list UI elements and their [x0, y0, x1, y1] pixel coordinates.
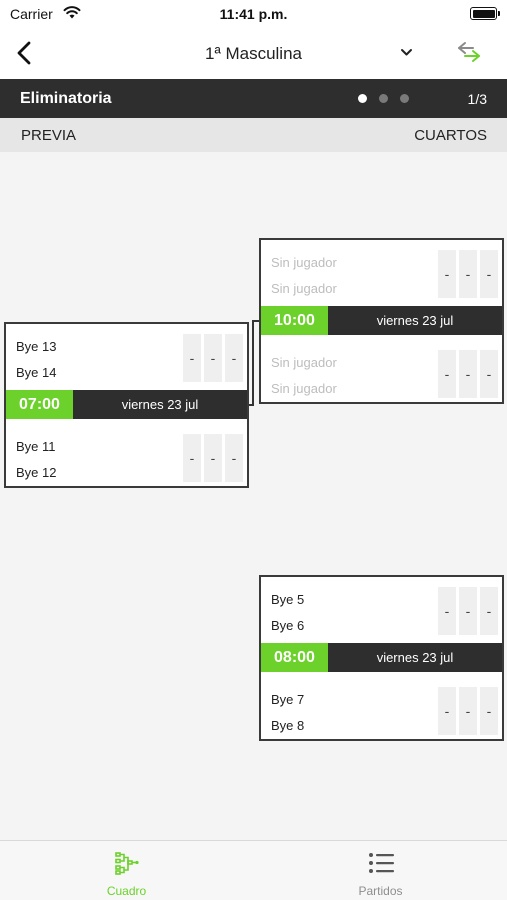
- score-boxes: - - -: [183, 434, 243, 482]
- match-team-top: Bye 13 Bye 14 - - -: [6, 324, 247, 390]
- battery-icon: [470, 7, 500, 20]
- set-score: -: [480, 250, 498, 298]
- match-time: 10:00: [261, 306, 328, 335]
- carrier-label: Carrier: [10, 6, 53, 22]
- player-name: Sin jugador: [271, 355, 337, 370]
- set-score: -: [459, 250, 477, 298]
- match-schedule-bar: 10:00 viernes 23 jul: [261, 306, 502, 335]
- tab-label: Partidos: [358, 884, 403, 898]
- player-name: Bye 6: [271, 618, 305, 633]
- wifi-icon: [63, 6, 81, 19]
- match-card[interactable]: Sin jugador Sin jugador - - - 10:00 vier…: [259, 238, 504, 404]
- set-score: -: [480, 587, 498, 635]
- section-header: Eliminatoria 1/3: [0, 79, 507, 118]
- tab-bar: Cuadro Partidos: [0, 840, 507, 900]
- rounds-header: PREVIA CUARTOS: [0, 118, 507, 152]
- set-score: -: [459, 350, 477, 398]
- score-boxes: - - -: [438, 350, 498, 398]
- player-name: Bye 11: [16, 439, 56, 454]
- match-date: viernes 23 jul: [376, 313, 454, 328]
- player-name: Bye 8: [271, 718, 305, 733]
- set-score: -: [438, 250, 456, 298]
- match-date: viernes 23 jul: [121, 397, 199, 412]
- match-team-top: Bye 5 Bye 6 - - -: [261, 577, 502, 643]
- bracket-connector: [247, 404, 253, 406]
- set-score: -: [204, 334, 222, 382]
- score-boxes: - - -: [438, 250, 498, 298]
- match-schedule-bar: 08:00 viernes 23 jul: [261, 643, 502, 672]
- page-dot-3[interactable]: [400, 94, 409, 103]
- nav-bar: 1ª Masculina: [0, 28, 507, 79]
- set-score: -: [438, 350, 456, 398]
- player-name: Sin jugador: [271, 255, 337, 270]
- category-title[interactable]: 1ª Masculina: [204, 43, 302, 63]
- set-score: -: [183, 334, 201, 382]
- page-counter: 1/3: [467, 91, 487, 107]
- back-chevron-icon[interactable]: [14, 40, 34, 66]
- match-card[interactable]: Bye 5 Bye 6 - - - 08:00 viernes 23 jul B…: [259, 575, 504, 741]
- player-name: Bye 14: [16, 365, 57, 380]
- tab-partidos[interactable]: Partidos: [254, 841, 507, 900]
- match-time: 08:00: [261, 643, 328, 672]
- player-name: Bye 7: [271, 692, 305, 707]
- bracket-connector: [252, 320, 260, 322]
- page-indicator[interactable]: [358, 94, 409, 103]
- set-score: -: [438, 687, 456, 735]
- bracket-icon: [114, 852, 139, 875]
- player-name: Bye 13: [16, 339, 57, 354]
- chevron-down-icon[interactable]: [400, 47, 413, 57]
- clock: 11:41 p.m.: [219, 6, 288, 22]
- swap-arrows-icon[interactable]: [455, 40, 483, 64]
- set-score: -: [459, 687, 477, 735]
- match-date: viernes 23 jul: [376, 650, 454, 665]
- player-name: Bye 12: [16, 465, 57, 480]
- set-score: -: [225, 434, 243, 482]
- match-schedule-bar: 07:00 viernes 23 jul: [6, 390, 247, 419]
- player-name: Sin jugador: [271, 381, 337, 396]
- tab-label: Cuadro: [106, 884, 147, 898]
- score-boxes: - - -: [438, 587, 498, 635]
- set-score: -: [480, 687, 498, 735]
- match-team-top: Sin jugador Sin jugador - - -: [261, 240, 502, 306]
- set-score: -: [480, 350, 498, 398]
- section-name: Eliminatoria: [20, 90, 112, 107]
- list-icon: [368, 853, 394, 873]
- match-team-bottom: Sin jugador Sin jugador - - -: [261, 340, 502, 406]
- round-label-cuartos: CUARTOS: [414, 127, 487, 144]
- set-score: -: [459, 587, 477, 635]
- set-score: -: [183, 434, 201, 482]
- player-name: Sin jugador: [271, 281, 337, 296]
- set-score: -: [225, 334, 243, 382]
- match-team-bottom: Bye 7 Bye 8 - - -: [261, 677, 502, 743]
- round-label-previa: PREVIA: [21, 127, 77, 144]
- match-team-bottom: Bye 11 Bye 12 - - -: [6, 424, 247, 490]
- set-score: -: [438, 587, 456, 635]
- score-boxes: - - -: [438, 687, 498, 735]
- status-bar: Carrier 11:41 p.m.: [0, 0, 507, 28]
- score-boxes: - - -: [183, 334, 243, 382]
- page-dot-2[interactable]: [379, 94, 388, 103]
- match-time: 07:00: [6, 390, 73, 419]
- tab-cuadro[interactable]: Cuadro: [0, 841, 253, 900]
- page-dot-1[interactable]: [358, 94, 367, 103]
- nav-title-wrap: 1ª Masculina: [0, 28, 507, 79]
- bracket-connector: [252, 320, 254, 406]
- player-name: Bye 5: [271, 592, 305, 607]
- match-card[interactable]: Bye 13 Bye 14 - - - 07:00 viernes 23 jul…: [4, 322, 249, 488]
- set-score: -: [204, 434, 222, 482]
